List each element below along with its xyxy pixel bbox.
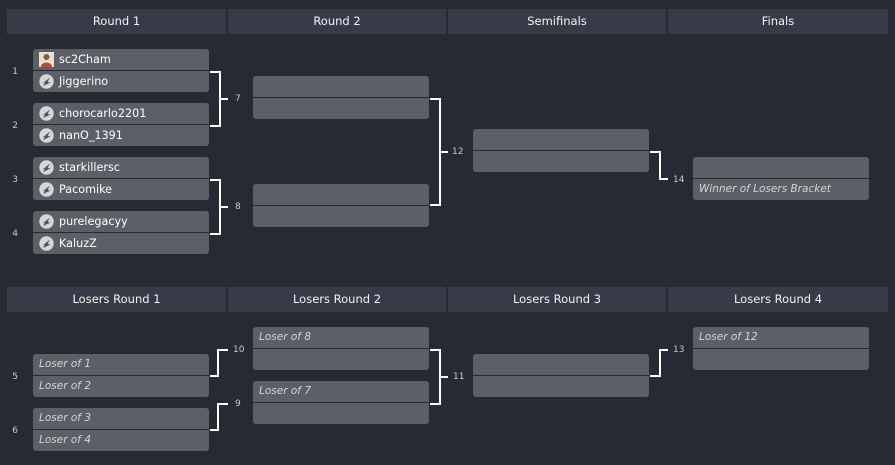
player-name: KaluzZ bbox=[59, 237, 97, 250]
player-slot[interactable]: starkillersc bbox=[33, 157, 209, 178]
player-slot[interactable] bbox=[253, 184, 429, 205]
player-slot[interactable] bbox=[693, 157, 869, 178]
player-slot[interactable]: Jiggerino bbox=[33, 71, 209, 92]
header-losers-round-2: Losers Round 2 bbox=[228, 287, 446, 312]
match-number: 7 bbox=[235, 94, 241, 104]
player-slot[interactable] bbox=[473, 151, 649, 172]
player-name: Pacomike bbox=[59, 183, 113, 196]
seed-number: 6 bbox=[12, 426, 18, 436]
losers-match-11[interactable] bbox=[473, 354, 649, 398]
seed-number: 1 bbox=[12, 67, 18, 77]
losers-match-10[interactable]: Loser of 8 bbox=[253, 327, 429, 371]
player-slot[interactable]: Pacomike bbox=[33, 179, 209, 200]
seed-number: 3 bbox=[12, 175, 18, 185]
player-slot[interactable]: KaluzZ bbox=[33, 233, 209, 254]
player-slot[interactable]: Loser of 8 bbox=[253, 327, 429, 348]
player-slot[interactable]: Loser of 7 bbox=[253, 381, 429, 402]
player-name: chorocarlo2201 bbox=[59, 107, 147, 120]
player-slot[interactable] bbox=[473, 129, 649, 150]
match-number: 13 bbox=[673, 345, 685, 355]
player-slot[interactable]: Loser of 2 bbox=[33, 376, 209, 397]
player-slot[interactable]: purelegacyy bbox=[33, 211, 209, 232]
player-name: starkillersc bbox=[59, 161, 120, 174]
match-8[interactable] bbox=[253, 184, 429, 228]
player-slot[interactable] bbox=[473, 354, 649, 375]
match-12[interactable] bbox=[473, 129, 649, 173]
player-slot[interactable]: sc2Cham bbox=[33, 49, 209, 70]
header-finals: Finals bbox=[668, 9, 888, 34]
header-semifinals: Semifinals bbox=[448, 9, 666, 34]
player-name: nanO_1391 bbox=[59, 129, 123, 142]
placeholder-label: Loser of 2 bbox=[39, 380, 91, 392]
race-logo-icon bbox=[39, 160, 54, 175]
player-slot[interactable] bbox=[253, 76, 429, 97]
player-slot[interactable] bbox=[693, 349, 869, 370]
seed-number: 4 bbox=[12, 229, 18, 239]
player-slot[interactable] bbox=[253, 98, 429, 119]
header-losers-round-3: Losers Round 3 bbox=[448, 287, 666, 312]
player-slot[interactable]: Loser of 3 bbox=[33, 408, 209, 429]
match-4[interactable]: purelegacyy KaluzZ bbox=[33, 211, 209, 255]
race-logo-icon bbox=[39, 182, 54, 197]
player-slot[interactable]: Loser of 1 bbox=[33, 354, 209, 375]
player-slot[interactable] bbox=[253, 206, 429, 227]
header-round-1: Round 1 bbox=[7, 9, 226, 34]
match-number: 14 bbox=[673, 175, 685, 185]
match-number: 12 bbox=[452, 147, 464, 157]
race-logo-icon bbox=[39, 214, 54, 229]
header-losers-round-4: Losers Round 4 bbox=[668, 287, 888, 312]
placeholder-label: Loser of 8 bbox=[259, 331, 311, 343]
losers-match-9[interactable]: Loser of 7 bbox=[253, 381, 429, 425]
placeholder-label: Winner of Losers Bracket bbox=[699, 183, 831, 195]
player-name: purelegacyy bbox=[59, 215, 128, 228]
player-name: sc2Cham bbox=[59, 53, 111, 66]
race-logo-icon bbox=[39, 106, 54, 121]
race-logo-icon bbox=[39, 236, 54, 251]
match-3[interactable]: starkillersc Pacomike bbox=[33, 157, 209, 201]
placeholder-label: Loser of 7 bbox=[259, 385, 311, 397]
player-slot[interactable]: nanO_1391 bbox=[33, 125, 209, 146]
race-logo-icon bbox=[39, 74, 54, 89]
player-slot[interactable]: Loser of 4 bbox=[33, 430, 209, 451]
player-slot[interactable] bbox=[473, 376, 649, 397]
player-slot[interactable]: chorocarlo2201 bbox=[33, 103, 209, 124]
race-logo-icon bbox=[39, 128, 54, 143]
avatar-photo-icon bbox=[39, 52, 54, 67]
match-number: 8 bbox=[235, 202, 241, 212]
placeholder-label: Loser of 3 bbox=[39, 412, 91, 424]
player-slot[interactable]: Winner of Losers Bracket bbox=[693, 179, 869, 200]
losers-match-6[interactable]: Loser of 3 Loser of 4 bbox=[33, 408, 209, 452]
match-number: 11 bbox=[453, 372, 465, 382]
losers-match-5[interactable]: Loser of 1 Loser of 2 bbox=[33, 354, 209, 398]
placeholder-label: Loser of 1 bbox=[39, 358, 91, 370]
seed-number: 5 bbox=[12, 372, 18, 382]
player-slot[interactable] bbox=[253, 403, 429, 424]
placeholder-label: Loser of 12 bbox=[699, 331, 758, 343]
match-2[interactable]: chorocarlo2201 nanO_1391 bbox=[33, 103, 209, 147]
player-slot[interactable] bbox=[253, 349, 429, 370]
match-1[interactable]: sc2Cham Jiggerino bbox=[33, 49, 209, 93]
header-round-2: Round 2 bbox=[228, 9, 446, 34]
match-number: 10 bbox=[233, 345, 245, 355]
match-number: 9 bbox=[235, 399, 241, 409]
seed-number: 2 bbox=[12, 121, 18, 131]
losers-match-13[interactable]: Loser of 12 bbox=[693, 327, 869, 371]
match-7[interactable] bbox=[253, 76, 429, 120]
placeholder-label: Loser of 4 bbox=[39, 434, 91, 446]
player-name: Jiggerino bbox=[59, 75, 109, 88]
match-14[interactable]: Winner of Losers Bracket bbox=[693, 157, 869, 201]
player-slot[interactable]: Loser of 12 bbox=[693, 327, 869, 348]
header-losers-round-1: Losers Round 1 bbox=[7, 287, 226, 312]
